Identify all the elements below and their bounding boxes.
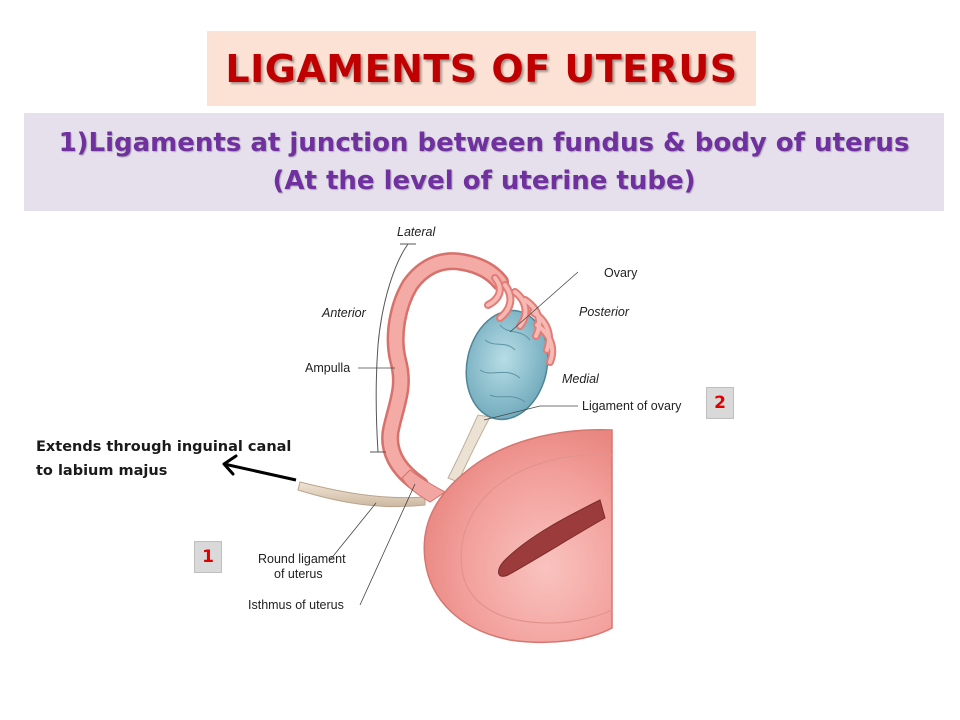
label-round-ligament-1: Round ligament xyxy=(258,552,346,566)
note-arrow-shaft xyxy=(223,462,297,482)
label-ligament-of-ovary: Ligament of ovary xyxy=(582,399,682,413)
round-ligament-leader xyxy=(329,502,377,561)
label-isthmus: Isthmus of uterus xyxy=(248,598,344,612)
ligament-ovary-leader xyxy=(483,405,541,421)
fimbriae-highlight xyxy=(486,276,555,364)
note-line-2: to labium majus xyxy=(36,463,168,479)
ovary-leader xyxy=(509,271,579,333)
label-medial: Medial xyxy=(562,372,600,386)
label-lateral: Lateral xyxy=(397,225,436,239)
uterine-tube-fill xyxy=(383,254,507,492)
subtitle-banner: 1)Ligaments at junction between fundus &… xyxy=(24,113,944,211)
lateral-bracket xyxy=(375,243,409,453)
badge-number-2: 2 xyxy=(706,387,734,419)
isthmus-leader xyxy=(359,483,416,606)
subtitle-line-2: (At the level of uterine tube) xyxy=(272,166,696,196)
label-round-ligament-2: of uterus xyxy=(274,567,323,581)
label-anterior: Anterior xyxy=(321,306,367,320)
label-ovary: Ovary xyxy=(604,266,638,280)
ovary-texture xyxy=(479,324,531,403)
uterus-wall-line xyxy=(460,453,613,624)
round-ligament-note: Extends through inguinal canal to labium… xyxy=(36,435,291,483)
uterine-cavity xyxy=(498,499,606,577)
label-ampulla: Ampulla xyxy=(305,361,350,375)
subtitle-line-1: 1)Ligaments at junction between fundus &… xyxy=(58,128,910,158)
isthmus-junction xyxy=(401,469,446,503)
title-banner: LIGAMENTS OF UTERUS xyxy=(207,31,756,106)
badge-number-1: 1 xyxy=(194,541,222,573)
page-title: LIGAMENTS OF UTERUS xyxy=(225,46,738,91)
uterus-body xyxy=(423,429,613,644)
label-posterior: Posterior xyxy=(579,305,630,319)
note-arrow-head xyxy=(222,454,238,476)
note-line-1: Extends through inguinal canal xyxy=(36,439,292,455)
round-ligament xyxy=(297,481,426,508)
